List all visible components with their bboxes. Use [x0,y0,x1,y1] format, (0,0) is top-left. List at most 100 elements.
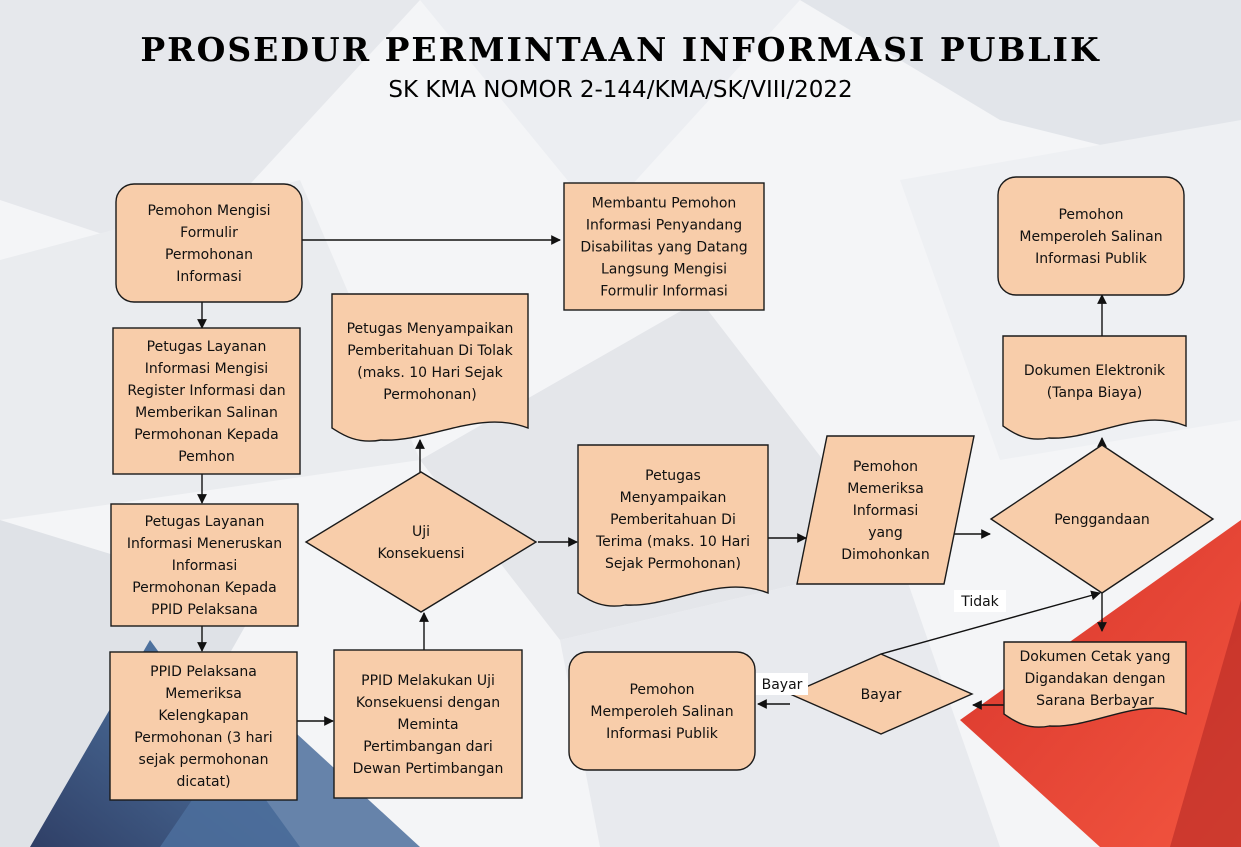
flow-node-shape [788,653,974,735]
flow-node-text: Pemohon Mengisi [147,203,270,219]
flow-node-text: Konsekuensi [377,546,464,562]
flow-node-shape [112,327,301,475]
flow-node-shape [1002,335,1187,440]
flow-node-text: Formulir [180,225,238,241]
flow-node-text: Langsung Mengisi [601,262,727,278]
flow-node-text: Pemohon [629,682,694,698]
flow-node-text: Permohonan Kepada [132,580,277,596]
flow-node-text: Bayar [861,687,902,703]
flow-node-text: Dokumen Cetak yang [1019,649,1170,665]
flow-node-text: Memeriksa [165,686,242,702]
edge-label-bayar: Bayar [756,673,808,695]
flow-node-text: Petugas Layanan [147,339,267,355]
flow-node-text: Dokumen Elektronik [1024,363,1166,379]
flow-node-text: Meminta [397,717,458,733]
flow-node-text: Konsekuensi dengan [356,695,500,711]
flow-node-text: Uji [412,524,430,540]
flow-node-text: Sarana Berbayar [1036,693,1154,709]
flow-node-shape [577,444,769,607]
flow-node-shape [109,651,298,801]
flow-node-text: Pemohon [1058,207,1123,223]
flow-node-text: Permohonan) [383,387,477,403]
flow-node-text: Pemohon [853,459,918,475]
flow-node-text: Pemberitahuan Di Tolak [347,343,513,359]
flow-node-text: Kelengkapan [158,708,248,724]
flow-node-shape [331,293,529,442]
flow-node-shape [568,651,756,771]
flow-node-text: Informasi [176,269,241,285]
flow-edge [880,590,1101,655]
flow-node-shape [110,503,299,627]
flow-node-text: Informasi [853,503,918,519]
flow-node-text: Informasi Publik [606,726,719,742]
flow-node-shape [563,182,765,311]
flow-node-text: Pemberitahuan Di [610,512,736,528]
flow-node-text: PPID Melakukan Uji [361,673,495,689]
flow-node-shape [989,444,1215,594]
flow-node-text: Dimohonkan [841,547,930,563]
flow-node-text: yang [868,525,903,541]
page-subtitle: SK KMA NOMOR 2-144/KMA/SK/VIII/2022 [388,77,853,103]
flow-node-text: Informasi Meneruskan [127,536,282,552]
flow-node-text: Informasi Penyandang [586,218,742,234]
flow-node-text: Memberikan Salinan [135,405,278,421]
flow-node-shape [997,176,1185,296]
edge-label-bg [756,673,808,695]
flow-node-text: Informasi Publik [1035,251,1148,267]
flow-node-shape [115,183,303,303]
flow-node-text: (Tanpa Biaya) [1047,385,1142,401]
edge-label-text: Bayar [762,677,803,693]
flow-node-text: Pemhon [178,449,235,465]
flow-node-text: Penggandaan [1054,512,1150,528]
edge-label-tidak: Tidak [954,590,1006,612]
flow-node-text: Dewan Pertimbangan [353,761,504,777]
flow-node-text: Disabilitas yang Datang [580,240,747,256]
flow-node-text: Formulir Informasi [600,284,728,300]
flowchart-edges [197,235,1107,726]
flow-node-text: Petugas [645,468,701,484]
edge-label-bg [954,590,1006,612]
flow-node-text: Memperoleh Salinan [1019,229,1162,245]
edge-label-text: Tidak [960,594,999,610]
flow-node-n1: Pemohon MengisiFormulirPermohonanInforma… [115,183,303,303]
flow-node-text: dicatat) [176,774,230,790]
flow-node-shape [796,435,975,585]
flow-node-shape [333,649,523,799]
flow-node-text: sejak permohonan [139,752,269,768]
flow-node-n12: PPID PelaksanaMemeriksaKelengkapanPermoh… [109,651,298,801]
flow-node-text: Petugas Menyampaikan [347,321,514,337]
flow-node-shape [1003,641,1187,728]
flow-node-text: Membantu Pemohon [592,196,737,212]
flow-node-text: Memeriksa [847,481,924,497]
flow-node-n10: Dokumen Elektronik (Tanpa Biaya) [1002,335,1187,440]
flow-node-text: Permohonan (3 hari [134,730,272,746]
flow-node-text: Permohonan [165,247,253,263]
flow-node-text: Register Informasi dan [127,383,285,399]
flow-node-text: Sejak Permohonan) [605,556,741,572]
flow-node-text: Digandakan dengan [1025,671,1166,687]
flow-node-text: PPID Pelaksana [150,664,257,680]
flow-node-text: Memperoleh Salinan [590,704,733,720]
flow-node-text: Petugas Layanan [145,514,265,530]
flowchart-nodes: Pemohon MengisiFormulirPermohonanInforma… [109,176,1215,801]
flow-node-n11: Penggandaan [989,444,1215,594]
flow-node-text: Terima (maks. 10 Hari [595,534,750,550]
flow-node-shape [304,471,538,613]
flow-node-text: Informasi Mengisi [145,361,268,377]
page-title: PROSEDUR PERMINTAAN INFORMASI PUBLIK [140,30,1101,69]
flow-node-text: (maks. 10 Hari Sejak [357,365,503,381]
flow-node-text: Pertimbangan dari [363,739,493,755]
